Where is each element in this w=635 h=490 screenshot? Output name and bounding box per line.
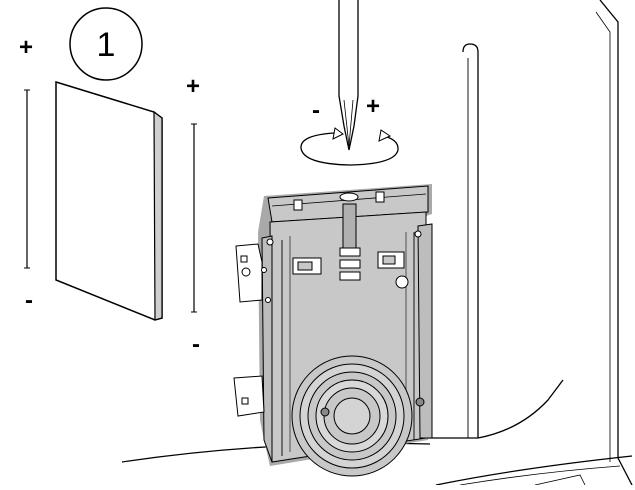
left-scale-minus-label: - (25, 287, 33, 314)
screwdriver-icon (338, 0, 359, 151)
step-number: 1 (97, 26, 116, 64)
hinge-icon (233, 184, 433, 477)
rotation-arrow-icon: - + (300, 93, 399, 166)
left-height-scale: + - (19, 34, 33, 314)
door-panel-icon (55, 80, 163, 321)
right-scale-minus-label: - (192, 331, 200, 358)
rotation-plus-label: + (366, 93, 380, 120)
step-badge: 1 (69, 7, 143, 81)
left-scale-plus-label: + (19, 34, 33, 61)
rotation-minus-label: - (312, 97, 320, 124)
right-height-scale: + - (186, 73, 200, 358)
right-scale-plus-label: + (186, 73, 200, 100)
